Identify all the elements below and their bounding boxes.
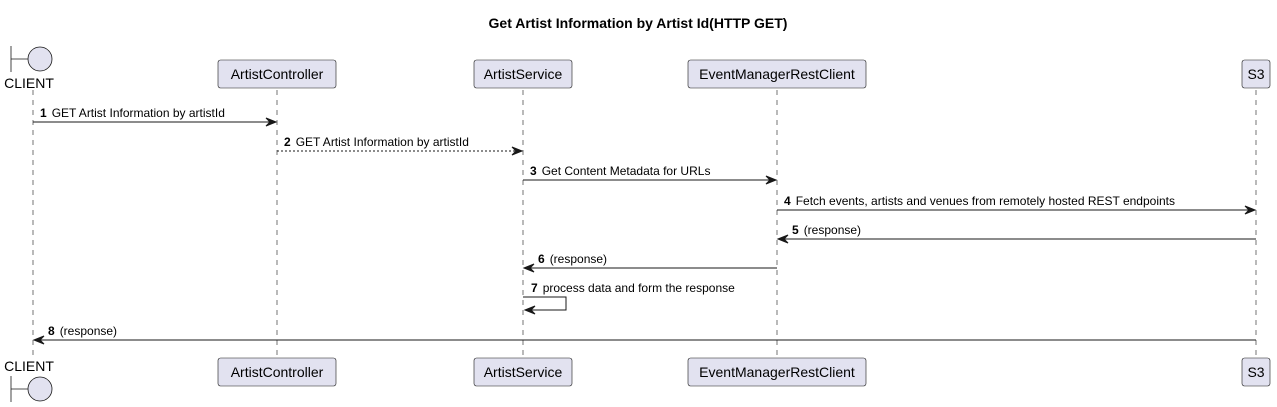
message-number: 6 — [538, 252, 545, 266]
participant-box — [473, 357, 573, 387]
message-number: 4 — [784, 194, 791, 208]
message-text: GET Artist Information by artistId — [52, 106, 225, 120]
participant-s3-top: S3 — [1241, 59, 1271, 89]
participant-box — [1241, 357, 1271, 387]
participant-label: ArtistController — [231, 66, 324, 82]
message-number: 1 — [40, 106, 47, 120]
participant-label: EventManagerRestClient — [699, 66, 855, 82]
arrow-head — [523, 305, 536, 315]
message-6: 6 (response) — [522, 252, 777, 273]
participant-event-manager-rest-client-bottom: EventManagerRestClient — [687, 357, 867, 387]
participant-label: CLIENT — [4, 358, 54, 374]
arrow-head — [511, 146, 524, 156]
participants-top: CLIENT ArtistController ArtistService Event… — [4, 46, 1271, 91]
message-2: 2 GET Artist Information by artistId — [277, 135, 524, 156]
participant-artist-service-top: ArtistService — [473, 59, 573, 89]
message-8: 8 (response) — [32, 324, 1256, 345]
message-text: process data and form the response — [543, 281, 735, 295]
message-3: 3 Get Content Metadata for URLs — [523, 164, 778, 185]
arrow-head — [265, 117, 278, 127]
participant-client-top: CLIENT — [4, 46, 54, 91]
participant-artist-controller-top: ArtistController — [217, 59, 337, 89]
participant-artist-service-bottom: ArtistService — [473, 357, 573, 387]
message-text: Fetch events, artists and venues from re… — [796, 194, 1175, 208]
arrow-head — [1244, 205, 1257, 215]
message-number: 5 — [792, 223, 799, 237]
arrow-head — [776, 234, 789, 244]
message-text: Get Content Metadata for URLs — [542, 164, 711, 178]
boundary-icon — [27, 46, 53, 72]
diagram-title: Get Artist Information by Artist Id(HTTP… — [489, 15, 788, 31]
arrow-head — [32, 335, 45, 345]
participant-client-bottom: CLIENT — [4, 358, 54, 402]
participant-box — [1241, 59, 1271, 89]
message-label: 8 (response) — [48, 324, 117, 338]
message-label: 3 Get Content Metadata for URLs — [530, 164, 710, 178]
message-text: (response) — [60, 324, 117, 338]
message-label: 5 (response) — [792, 223, 861, 237]
participant-event-manager-rest-client-top: EventManagerRestClient — [687, 59, 867, 89]
participant-label: EventManagerRestClient — [699, 364, 855, 380]
participant-box — [217, 357, 337, 387]
message-4: 4 Fetch events, artists and venues from r… — [777, 194, 1257, 215]
participant-label: ArtistService — [484, 66, 563, 82]
participant-s3-bottom: S3 — [1241, 357, 1271, 387]
arrow-head — [765, 175, 778, 185]
participant-box — [687, 357, 867, 387]
participant-box — [473, 59, 573, 89]
message-text: GET Artist Information by artistId — [296, 135, 469, 149]
participant-label: ArtistController — [231, 364, 324, 380]
message-label: 2 GET Artist Information by artistId — [284, 135, 469, 149]
participant-artist-controller-bottom: ArtistController — [217, 357, 337, 387]
message-label: 6 (response) — [538, 252, 607, 266]
participant-label: S3 — [1247, 66, 1264, 82]
participants-bottom: CLIENT ArtistController ArtistService Event… — [4, 357, 1271, 402]
message-number: 2 — [284, 135, 291, 149]
participant-label: S3 — [1247, 364, 1264, 380]
message-arrow-line — [523, 296, 567, 311]
message-5: 5 (response) — [776, 223, 1256, 244]
participant-box — [687, 59, 867, 89]
lifelines — [32, 90, 1257, 357]
participant-label: CLIENT — [4, 75, 54, 91]
message-number: 8 — [48, 324, 55, 338]
message-label: 1 GET Artist Information by artistId — [40, 106, 225, 120]
message-number: 3 — [530, 164, 537, 178]
participant-label: ArtistService — [484, 364, 563, 380]
message-label: 4 Fetch events, artists and venues from r… — [784, 194, 1175, 208]
arrow-head — [522, 263, 535, 273]
participant-box — [217, 59, 337, 89]
message-7: 7 process data and form the response — [523, 281, 735, 315]
message-1: 1 GET Artist Information by artistId — [33, 106, 278, 127]
message-text: (response) — [804, 223, 861, 237]
boundary-icon — [27, 376, 53, 402]
message-label: 7 process data and form the response — [531, 281, 735, 295]
message-text: (response) — [550, 252, 607, 266]
message-number: 7 — [531, 281, 538, 295]
